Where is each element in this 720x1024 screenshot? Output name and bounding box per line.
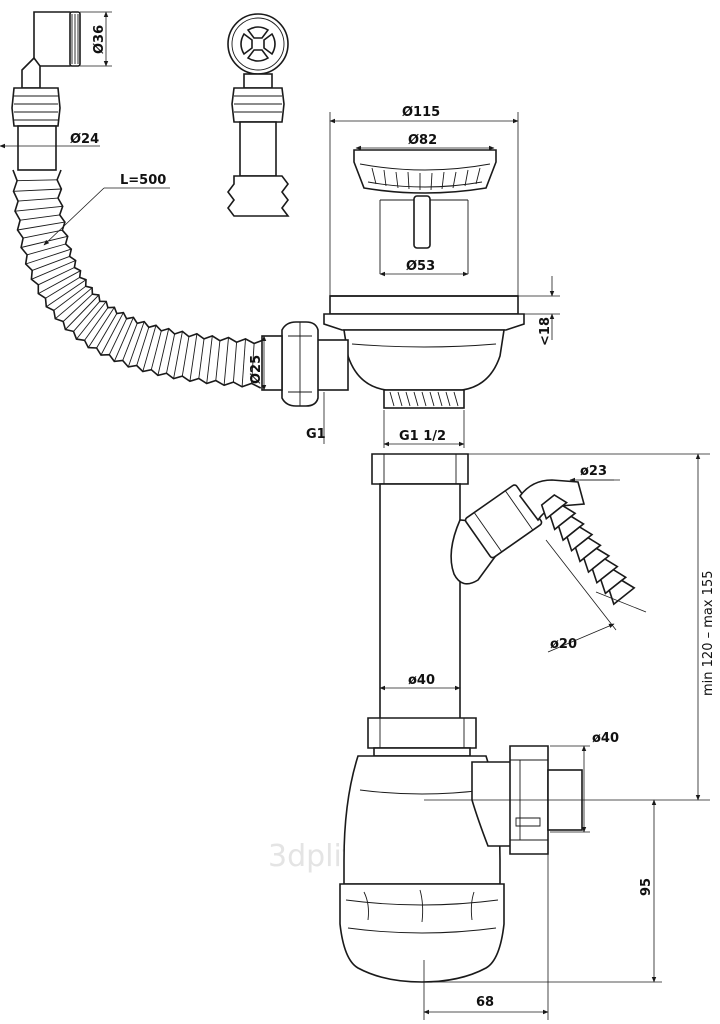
hose-rib <box>157 328 170 376</box>
hose-rib <box>108 318 128 355</box>
sink-strainer-box: Ø115 Ø82 Ø53 <box>323 105 525 409</box>
dimension-range: min 120 – max 155 <box>424 453 716 801</box>
hose-rib <box>26 243 66 256</box>
dimension-d20: ø20 <box>545 539 647 653</box>
w68-label: 68 <box>476 995 494 1010</box>
dimension-d25: Ø25 <box>249 335 267 391</box>
overflow-cap <box>11 11 81 171</box>
spigot-rib <box>599 568 628 595</box>
h95-label: 95 <box>639 878 654 896</box>
length-label: L=500 <box>120 173 166 188</box>
spigot-rib <box>574 536 602 563</box>
hose-rib <box>189 333 198 382</box>
d40-pipe-label: ø40 <box>408 673 435 688</box>
spigot-rib <box>582 547 611 574</box>
hose-rib <box>122 323 138 361</box>
d82-label: Ø82 <box>408 133 437 148</box>
d36-label: Ø36 <box>92 25 107 54</box>
hose-rib <box>87 307 115 348</box>
hose-rib <box>206 335 213 384</box>
hose-rib <box>23 229 63 239</box>
hose-rib <box>55 287 93 320</box>
overflow-grate <box>227 13 290 217</box>
h18-label: <18 <box>538 317 553 346</box>
overflow-connector: G1 <box>261 321 349 444</box>
hose-rib <box>65 294 100 330</box>
hose-edge <box>56 169 264 345</box>
hose-rib <box>198 338 205 379</box>
dimension-w68: 68 <box>423 854 549 1020</box>
hose-rib <box>14 205 63 212</box>
hose-rib <box>20 214 60 221</box>
hose-rib <box>18 197 59 202</box>
g1-label: G1 <box>306 427 326 442</box>
hose-rib <box>136 327 150 366</box>
d25-label: Ø25 <box>249 355 264 384</box>
hose-rib <box>181 336 190 377</box>
siphon-bottom-cap <box>339 883 505 983</box>
hose-rib <box>45 277 80 299</box>
hose-rib <box>38 267 75 286</box>
hose-rib <box>96 313 118 349</box>
d24-label: Ø24 <box>70 132 99 147</box>
dimension-d24: Ø24 <box>0 132 100 149</box>
siphon-middle-nut <box>367 717 477 757</box>
g1-half-label: G1 1/2 <box>399 429 446 444</box>
appliance-inlet <box>450 479 636 606</box>
hose-rib <box>142 325 157 372</box>
dimension-h18: <18 <box>518 276 560 346</box>
hose-rib <box>32 255 70 271</box>
hose-rib <box>127 321 145 368</box>
dimension-d36: Ø36 <box>80 11 112 67</box>
d115-label: Ø115 <box>402 105 440 120</box>
d53-label: Ø53 <box>406 259 435 274</box>
dimension-d23: ø23 <box>569 464 620 483</box>
d20-label: ø20 <box>550 637 577 652</box>
d40-outlet-label: ø40 <box>592 731 619 746</box>
dimension-h95: 95 <box>420 799 662 983</box>
hose-rib <box>31 260 76 280</box>
hose-rib <box>46 279 87 308</box>
spigot-rib <box>549 504 577 531</box>
hose-rib <box>166 333 176 374</box>
spigot-rib <box>608 579 636 606</box>
hose-rib <box>223 337 229 386</box>
hose-rib <box>17 179 58 182</box>
hose-rib <box>215 340 221 381</box>
hose-rib <box>241 338 246 387</box>
hose-rib <box>25 248 72 265</box>
hose-edge <box>12 169 262 389</box>
dimension-length: L=500 <box>43 173 170 246</box>
spigot-hose-nozzle <box>540 494 636 606</box>
hose-rib <box>76 301 107 340</box>
spigot-rib <box>566 526 594 553</box>
hose-rib <box>53 285 86 311</box>
hose-rib <box>150 330 162 370</box>
spigot-rib <box>557 515 585 542</box>
hose-rib <box>173 331 183 379</box>
hose-rib <box>62 293 93 322</box>
hose-rib <box>13 188 62 192</box>
siphon-top-nut <box>371 453 469 485</box>
hose-rib <box>232 342 238 383</box>
hose-rib <box>251 343 255 384</box>
hose-rib <box>84 307 109 341</box>
hose-rib <box>17 221 65 231</box>
dimension-g1-half: G1 1/2 <box>383 410 465 448</box>
siphon-vertical-pipe: ø40 <box>379 483 461 721</box>
spigot-rib <box>591 558 619 585</box>
dimension-d40-outlet: ø40 <box>550 731 619 833</box>
spigot-rib <box>540 494 568 521</box>
hose-rib <box>73 301 101 332</box>
hose-rib <box>113 317 134 362</box>
d23-label: ø23 <box>580 464 607 479</box>
hose-rib <box>38 270 81 294</box>
hose-rib <box>100 312 124 356</box>
range-label: min 120 – max 155 <box>701 571 716 697</box>
corrugated-hose <box>12 169 264 389</box>
